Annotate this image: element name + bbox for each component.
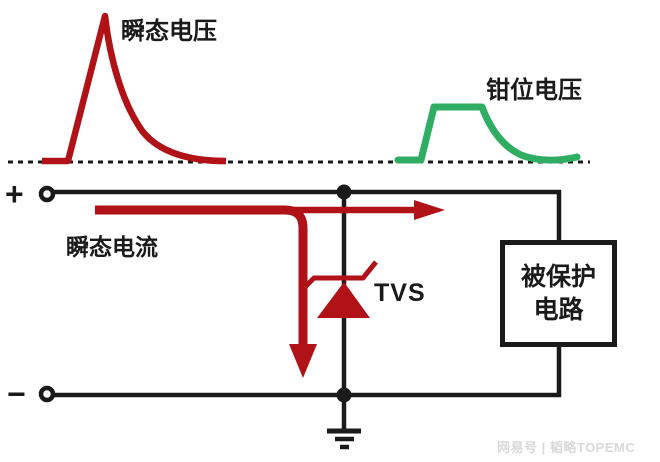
transient-voltage-label: 瞬态电压 xyxy=(121,18,217,45)
minus-terminal-label: − xyxy=(7,376,26,412)
plus-terminal-circle xyxy=(38,185,56,203)
transient-current-label: 瞬态电流 xyxy=(66,234,158,260)
clamp-voltage-curve xyxy=(394,103,581,164)
clamp-voltage-label: 钳位电压 xyxy=(486,77,582,104)
watermark-text: 网易号 | 韬略TOPEMC xyxy=(497,440,636,455)
tvs-diode-icon xyxy=(302,260,378,318)
top-wire xyxy=(53,189,562,240)
top-junction-dot xyxy=(336,184,352,200)
ground-icon xyxy=(327,395,361,450)
tvs-zener-bar xyxy=(302,260,378,290)
shunt-arrow-shaft xyxy=(95,205,308,347)
plus-terminal-label: + xyxy=(5,176,24,212)
protected-circuit-line2: 电路 xyxy=(533,295,584,324)
minus-terminal-circle xyxy=(38,385,56,403)
current-arrowhead-right xyxy=(414,200,445,220)
tvs-diode-triangle xyxy=(317,282,370,318)
bottom-wire xyxy=(53,347,562,398)
tvs-label: TVS xyxy=(374,279,426,307)
protected-circuit-line1: 被保护 xyxy=(520,263,596,291)
transient-voltage-curve xyxy=(42,12,227,165)
shunt-current-arrow xyxy=(95,205,317,378)
current-arrowhead-down xyxy=(289,344,317,378)
protected-circuit-box: 被保护 电路 xyxy=(500,240,617,347)
